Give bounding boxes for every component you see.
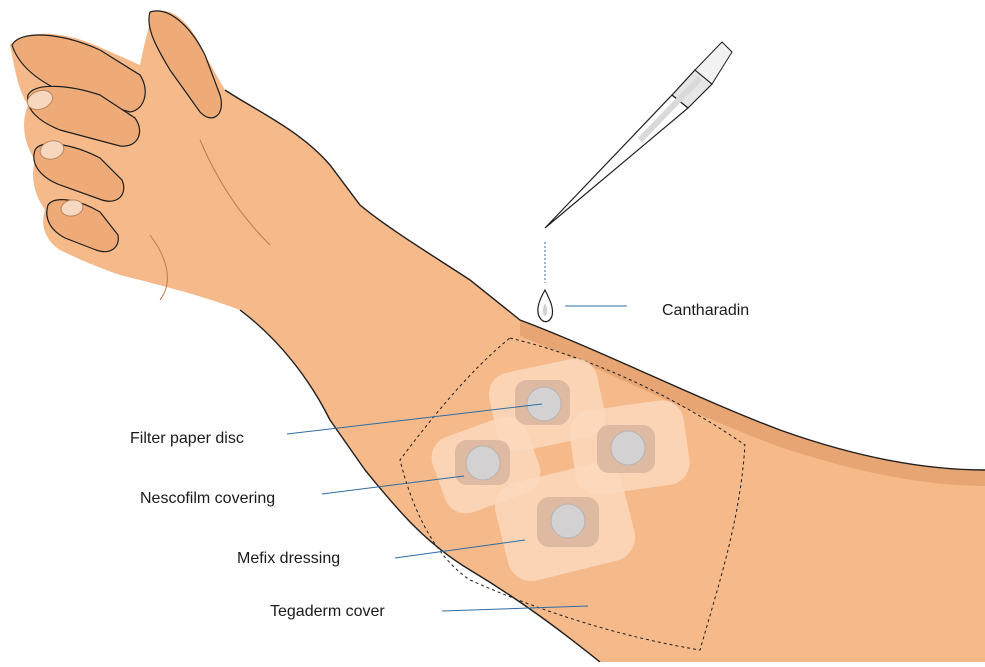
- filter-paper-disc: [527, 387, 561, 421]
- filter-paper-disc: [611, 431, 645, 465]
- pipette-icon: [545, 42, 732, 228]
- label-cantharadin: Cantharadin: [662, 302, 749, 320]
- label-tegaderm-cover: Tegaderm cover: [270, 603, 385, 621]
- label-filter-paper-disc: Filter paper disc: [130, 430, 244, 448]
- label-nescofilm-covering: Nescofilm covering: [140, 490, 275, 508]
- label-mefix-dressing: Mefix dressing: [237, 550, 340, 568]
- arm-skin: [10, 11, 985, 662]
- filter-paper-disc: [466, 446, 500, 480]
- filter-paper-disc: [551, 504, 585, 538]
- pipette-highlight: [640, 78, 700, 140]
